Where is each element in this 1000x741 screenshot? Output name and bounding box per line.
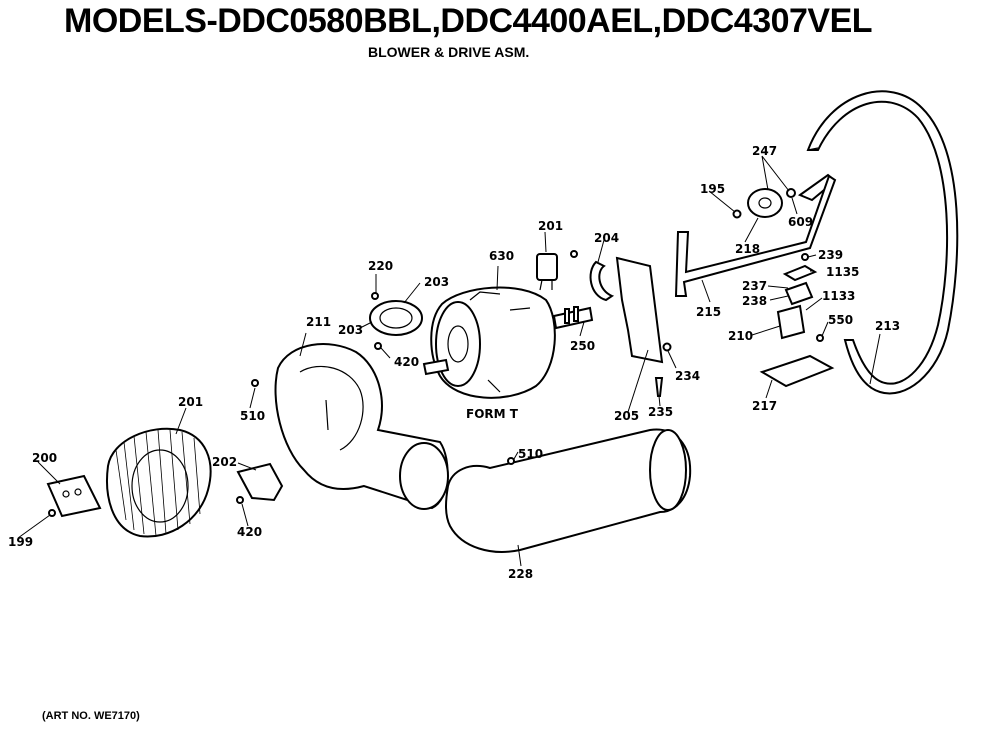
label-234: 234 [675,369,700,383]
art-number: (ART NO. WE7170) [42,710,140,722]
idler-bracket-parts [759,253,835,388]
label-195: 195 [700,182,725,196]
label-218: 218 [735,242,760,256]
label-228: 228 [508,567,533,581]
lint-duct-part [445,428,692,553]
blower-clamp-part [369,292,423,350]
diagram-title: MODELS-DDC0580BBL,DDC4400AEL,DDC4307VEL [64,2,873,40]
motor-bracket-part [589,256,672,397]
label-201-switch: 201 [538,219,563,233]
leader-lines [17,155,881,567]
label-202: 202 [212,455,237,469]
label-609: 609 [788,215,813,229]
blower-housing-part [274,343,449,510]
idler-arm-part [674,174,837,297]
label-215: 215 [696,305,721,319]
label-630: 630 [489,249,514,263]
label-550: 550 [828,313,853,327]
drive-motor-part [422,286,594,399]
label-form-t: FORM T [466,407,519,421]
motor-switch-part [536,250,578,291]
label-250: 250 [570,339,595,353]
label-220: 220 [368,259,393,273]
label-211: 211 [306,315,331,329]
label-200: 200 [32,451,57,465]
label-238: 238 [742,294,767,308]
label-237: 237 [742,279,767,293]
label-217: 217 [752,399,777,413]
part-labels: 195 247 609 218 201 204 630 220 203 203 … [8,144,900,581]
label-235: 235 [648,405,673,419]
label-199: 199 [8,535,33,549]
drum-ring-part [806,90,959,395]
label-1133: 1133 [822,289,855,303]
label-213: 213 [875,319,900,333]
label-239: 239 [818,248,843,262]
diagram-subtitle: BLOWER & DRIVE ASM. [368,44,530,60]
label-201-wheel: 201 [178,395,203,409]
label-420-cover: 420 [237,525,262,539]
label-205: 205 [614,409,639,423]
blower-cover-part [236,379,284,504]
blower-wheel-part [106,427,212,538]
label-203-lower: 203 [338,323,363,337]
label-510-housing: 510 [240,409,265,423]
thermostat-part [46,474,102,518]
label-204: 204 [594,231,619,245]
label-247: 247 [752,144,777,158]
label-510-duct: 510 [518,447,543,461]
label-420-clamp: 420 [394,355,419,369]
label-210: 210 [728,329,753,343]
label-1135: 1135 [826,265,859,279]
label-203-upper: 203 [424,275,449,289]
